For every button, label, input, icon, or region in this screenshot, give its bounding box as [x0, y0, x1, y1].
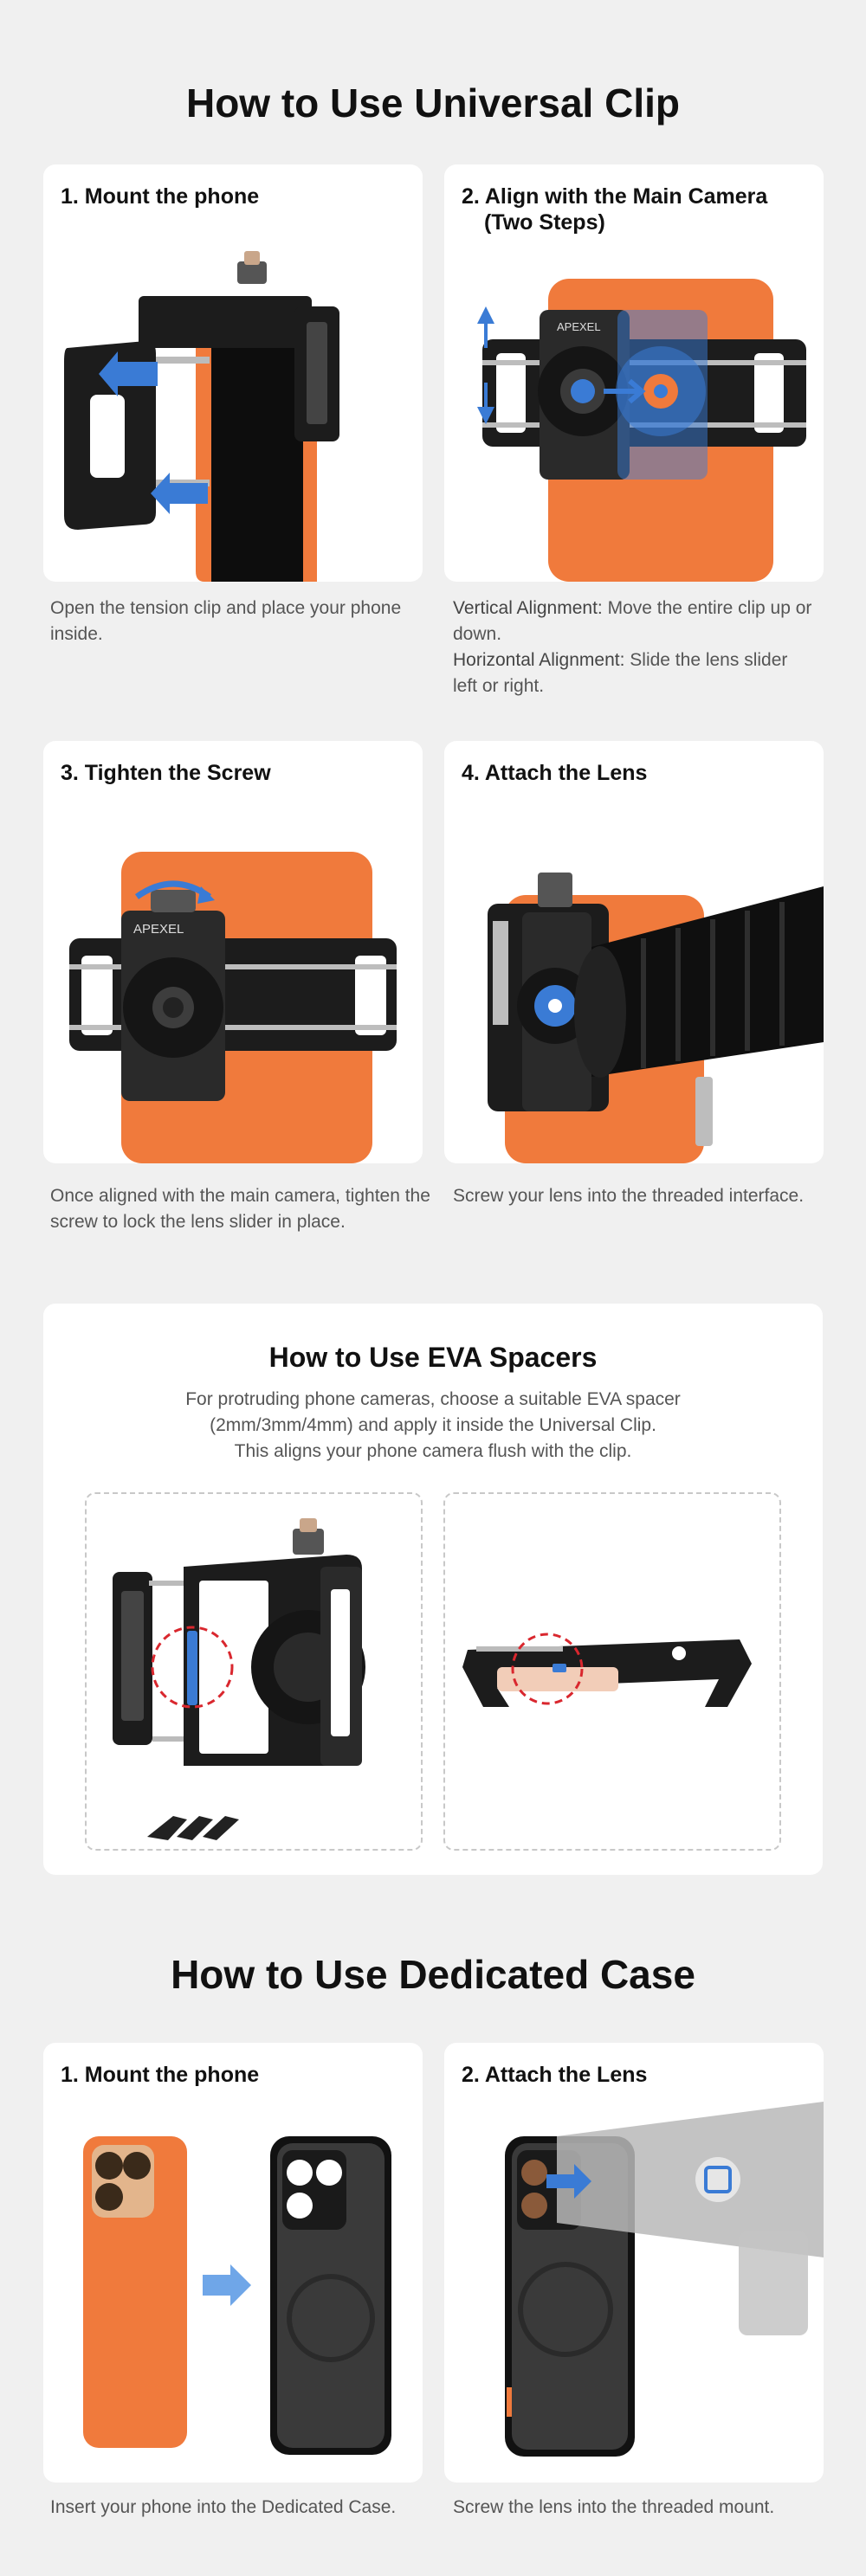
brand-text-apexel: APEXEL	[133, 922, 184, 937]
clip-mount-illustration	[64, 251, 339, 582]
tighten-screw-illustration: APEXEL	[69, 852, 397, 1163]
eva-spacer-top-view	[443, 1492, 781, 1851]
eva-intro-line: For protruding phone cameras, choose a s…	[185, 1389, 681, 1409]
horizontal-alignment-text: Slide the lens slider left or right.	[453, 650, 788, 696]
step-title: 1. Mount the phone	[61, 184, 260, 209]
case-card-attach-lens: 2. Attach the Lens	[444, 2043, 824, 2483]
case-lens-illustration	[505, 2102, 824, 2457]
step-description: Screw the lens into the threaded mount.	[453, 2497, 775, 2517]
eva-spacer-front-illustration	[113, 1518, 365, 1840]
step-title: 2. Attach the Lens	[462, 2063, 648, 2087]
eva-spacers-intro: For protruding phone cameras, choose a s…	[43, 1387, 823, 1465]
case-card-mount-phone: 1. Mount the phone	[43, 2043, 423, 2483]
horizontal-alignment-label: Horizontal Alignment:	[453, 650, 625, 670]
step-title: 2. Align with the Main Camera (Two Steps…	[462, 184, 767, 235]
step-title: 4. Attach the Lens	[462, 761, 648, 785]
step-title-line2: (Two Steps)	[484, 210, 605, 235]
step-card-mount-phone: 1. Mount the phone	[43, 164, 423, 582]
eva-spacers-panel: How to Use EVA Spacers For protruding ph…	[43, 1304, 823, 1875]
step-description: Screw your lens into the threaded interf…	[453, 1186, 805, 1206]
step-card-align-camera: 2. Align with the Main Camera (Two Steps…	[444, 164, 824, 582]
vertical-alignment: Vertical Alignment: Move the entire clip…	[453, 596, 817, 647]
step-description: Open the tension clip and place your pho…	[50, 598, 402, 644]
step-card-tighten-screw: 3. Tighten the Screw APEXEL	[43, 741, 423, 1163]
attach-lens-illustration	[488, 873, 824, 1163]
eva-spacer-front-view	[85, 1492, 423, 1851]
universal-clip-title: How to Use Universal Clip	[185, 80, 680, 126]
vertical-alignment-label: Vertical Alignment:	[453, 598, 603, 618]
eva-intro-line: This aligns your phone camera flush with…	[234, 1441, 632, 1461]
horizontal-alignment: Horizontal Alignment: Slide the lens sli…	[453, 647, 817, 699]
eva-spacers-title: How to Use EVA Spacers	[268, 1342, 598, 1373]
eva-intro-line: (2mm/3mm/4mm) and apply it inside the Un…	[210, 1415, 656, 1435]
brand-text-apexel: APEXEL	[557, 320, 601, 333]
step-title: 1. Mount the phone	[61, 2063, 260, 2087]
case-mount-illustration	[83, 2136, 391, 2455]
eva-spacer-top-illustration	[462, 1633, 752, 1707]
step-title-line1: 2. Align with the Main Camera	[462, 184, 768, 209]
step-card-attach-lens: 4. Attach the Lens	[444, 741, 824, 1163]
align-description: Vertical Alignment: Move the entire clip…	[453, 596, 817, 699]
step-description: Once aligned with the main camera, tight…	[50, 1186, 430, 1232]
vertical-alignment-text: Move the entire clip up or down.	[453, 598, 812, 644]
align-camera-illustration: APEXEL	[477, 279, 806, 582]
step-title: 3. Tighten the Screw	[61, 761, 271, 785]
dedicated-case-title: How to Use Dedicated Case	[171, 1952, 695, 1997]
step-description: Insert your phone into the Dedicated Cas…	[50, 2497, 397, 2517]
